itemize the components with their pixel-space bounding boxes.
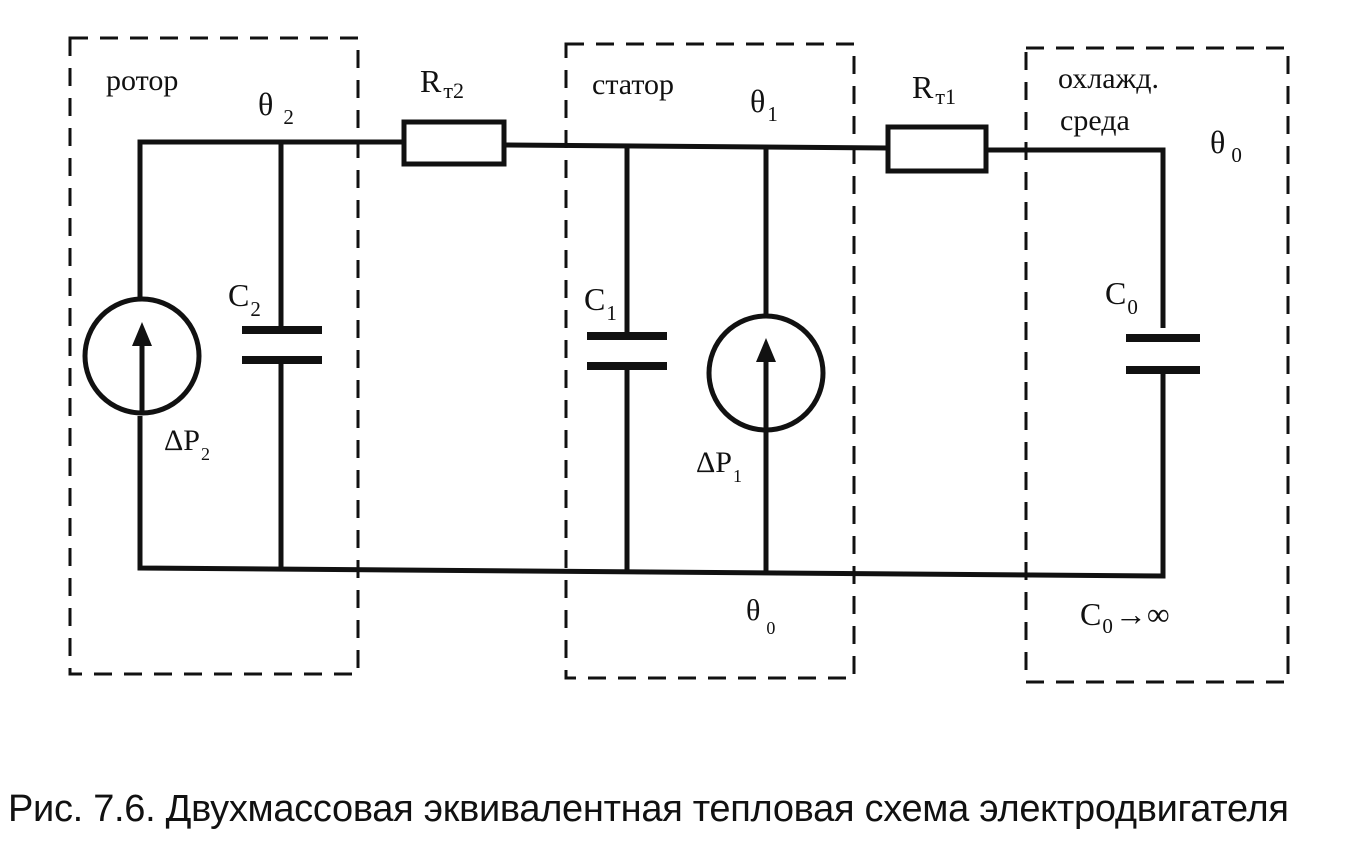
rotor-label: ротор xyxy=(106,64,178,97)
bottom-bus-wire xyxy=(137,370,1166,579)
heat-source-stator xyxy=(706,313,826,433)
stator-temperature: θ1 xyxy=(750,83,778,126)
top-bus-wire-right xyxy=(986,147,1166,328)
ambient-capacity-infinite-label: C0→∞ xyxy=(1080,596,1170,638)
capacitor-rotor-label: C2 xyxy=(228,277,261,321)
capacitor-ambient-label: C0 xyxy=(1105,275,1138,319)
resistor-stator-ambient-label: Rт1 xyxy=(912,69,956,109)
circuit-wires xyxy=(137,139,1166,579)
capacitor-rotor xyxy=(242,326,322,364)
top-bus-wire xyxy=(137,139,404,298)
resistor-rotor-stator xyxy=(401,119,507,167)
heat-source-rotor-label: ΔP2 xyxy=(164,424,210,464)
figure-caption: Рис. 7.6. Двухмассовая эквивалентная теп… xyxy=(8,788,1289,830)
capacitor-stator xyxy=(587,332,667,370)
ground-temperature-label: θ0 xyxy=(746,594,775,638)
heat-source-rotor xyxy=(82,296,202,416)
dashed-boundaries xyxy=(68,36,1290,684)
ambient-label-line2: среда xyxy=(1060,104,1130,137)
stator-label: статор xyxy=(592,68,674,101)
resistor-stator-ambient xyxy=(885,124,989,174)
ambient-block-boundary xyxy=(1024,46,1290,684)
resistor-rotor-stator-label: Rт2 xyxy=(420,63,464,103)
heat-source-stator-label: ΔP1 xyxy=(696,446,742,486)
capacitor-ambient xyxy=(1126,334,1200,374)
capacitor-stator-label: C1 xyxy=(584,281,617,325)
stator-block-boundary xyxy=(564,42,856,680)
ambient-label-line1: охлажд. xyxy=(1058,62,1159,95)
rotor-block-boundary xyxy=(68,36,360,676)
top-bus-wire-mid xyxy=(503,142,889,151)
